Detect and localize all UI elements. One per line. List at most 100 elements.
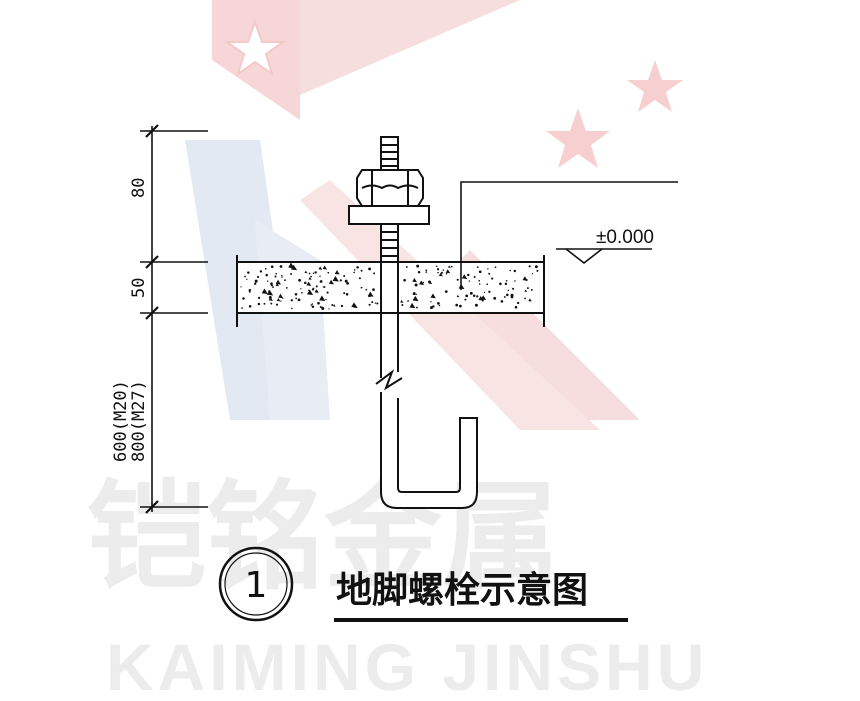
concrete-speckle — [417, 270, 421, 274]
concrete-speckle — [440, 271, 443, 274]
concrete-speckle — [325, 298, 327, 301]
concrete-speckle — [351, 302, 358, 308]
concrete-speckle — [534, 265, 538, 269]
concrete-speckle — [438, 272, 443, 277]
concrete-speckle — [412, 292, 416, 296]
concrete-speckle — [374, 302, 377, 304]
concrete-speckle — [288, 262, 295, 269]
concrete-speckle — [504, 282, 508, 286]
concrete-speckle — [400, 299, 404, 303]
dimension-top-label: 80 — [129, 178, 149, 198]
concrete-speckle — [514, 305, 518, 309]
concrete-speckle — [524, 297, 526, 300]
concrete-speckle — [528, 265, 531, 268]
concrete-speckle — [280, 300, 282, 302]
concrete-speckle — [312, 272, 315, 274]
concrete-speckle — [478, 283, 481, 285]
concrete-speckle — [315, 285, 318, 288]
concrete-aggregate-texture — [240, 262, 539, 310]
concrete-speckle — [332, 304, 336, 307]
concrete-speckle — [478, 279, 481, 282]
concrete-speckle — [353, 269, 356, 271]
concrete-speckle — [456, 278, 459, 281]
concrete-speckle — [522, 276, 528, 281]
concrete-speckle — [285, 286, 288, 289]
concrete-speckle — [436, 268, 440, 271]
concrete-speckle — [343, 274, 346, 278]
watermark-logo — [185, 0, 683, 430]
concrete-speckle — [509, 269, 512, 272]
concrete-speckle — [405, 266, 408, 268]
elevation-label: ±0.000 — [596, 227, 654, 248]
anchor-bolt — [348, 136, 478, 509]
concrete-speckle — [345, 293, 349, 296]
concrete-speckle — [455, 303, 459, 307]
concrete-speckle — [247, 271, 250, 274]
concrete-speckle — [317, 301, 320, 305]
dimension-bottom-label-m27: 800(M27) — [129, 380, 149, 462]
concrete-speckle — [487, 268, 489, 270]
concrete-speckle — [464, 298, 467, 301]
concrete-speckle — [365, 288, 368, 291]
concrete-speckle — [425, 269, 428, 272]
concrete-speckle — [412, 295, 419, 302]
concrete-speckle — [328, 308, 330, 310]
bolt-break-mark — [375, 369, 403, 391]
concrete-speckle — [314, 271, 317, 274]
concrete-speckle — [266, 280, 269, 282]
concrete-speckle — [322, 286, 325, 288]
concrete-speckle — [407, 300, 409, 302]
concrete-speckle — [272, 286, 274, 289]
concrete-speckle — [513, 269, 517, 273]
concrete-speckle — [346, 282, 349, 285]
concrete-speckle — [261, 288, 268, 294]
concrete-speckle — [432, 305, 435, 308]
watermark-star-large-icon — [223, 18, 287, 77]
diagram-title: 地脚螺栓示意图 — [336, 570, 588, 611]
concrete-speckle — [274, 275, 277, 278]
concrete-speckle — [301, 291, 303, 294]
concrete-speckle — [323, 286, 326, 288]
concrete-speckle — [294, 293, 298, 296]
concrete-speckle — [510, 295, 514, 299]
concrete-speckle — [270, 265, 274, 268]
concrete-speckle — [276, 298, 281, 302]
concrete-speckle — [494, 266, 497, 269]
concrete-speckle — [468, 280, 471, 282]
concrete-speckle — [409, 302, 416, 309]
concrete-speckle — [514, 280, 516, 282]
concrete-speckle — [437, 302, 440, 305]
concrete-speckle — [506, 293, 509, 297]
hex-nut — [356, 169, 424, 207]
concrete-speckle — [240, 286, 242, 288]
concrete-speckle — [257, 302, 261, 306]
concrete-speckle — [505, 279, 508, 282]
concrete-speckle — [290, 273, 293, 275]
concrete-speckle — [438, 304, 441, 307]
concrete-speckle — [290, 299, 293, 302]
concrete-speckle — [415, 293, 417, 296]
concrete-speckle — [308, 272, 311, 275]
concrete-speckle — [459, 304, 462, 308]
concrete-speckle — [268, 297, 273, 301]
concrete-speckle — [358, 277, 361, 280]
concrete-speckle — [499, 282, 502, 286]
concrete-speckle — [248, 290, 251, 293]
concrete-speckle — [291, 307, 293, 310]
concrete-speckle — [474, 303, 478, 307]
concrete-speckle — [376, 302, 379, 305]
concrete-speckle — [472, 294, 476, 298]
concrete-speckle — [327, 271, 330, 274]
concrete-speckle — [264, 268, 267, 270]
concrete-speckle — [311, 288, 315, 291]
concrete-speckle — [265, 273, 268, 277]
watermark-name-en: KAIMING JINSHU — [106, 630, 708, 701]
elevation-triangle-icon — [565, 248, 603, 265]
concrete-speckle — [429, 281, 433, 285]
concrete-speckle — [311, 305, 315, 309]
concrete-speckle — [401, 304, 404, 306]
concrete-speckle — [478, 270, 482, 274]
concrete-speckle — [332, 276, 339, 282]
concrete-slab — [236, 255, 545, 327]
concrete-speckle — [476, 266, 479, 268]
